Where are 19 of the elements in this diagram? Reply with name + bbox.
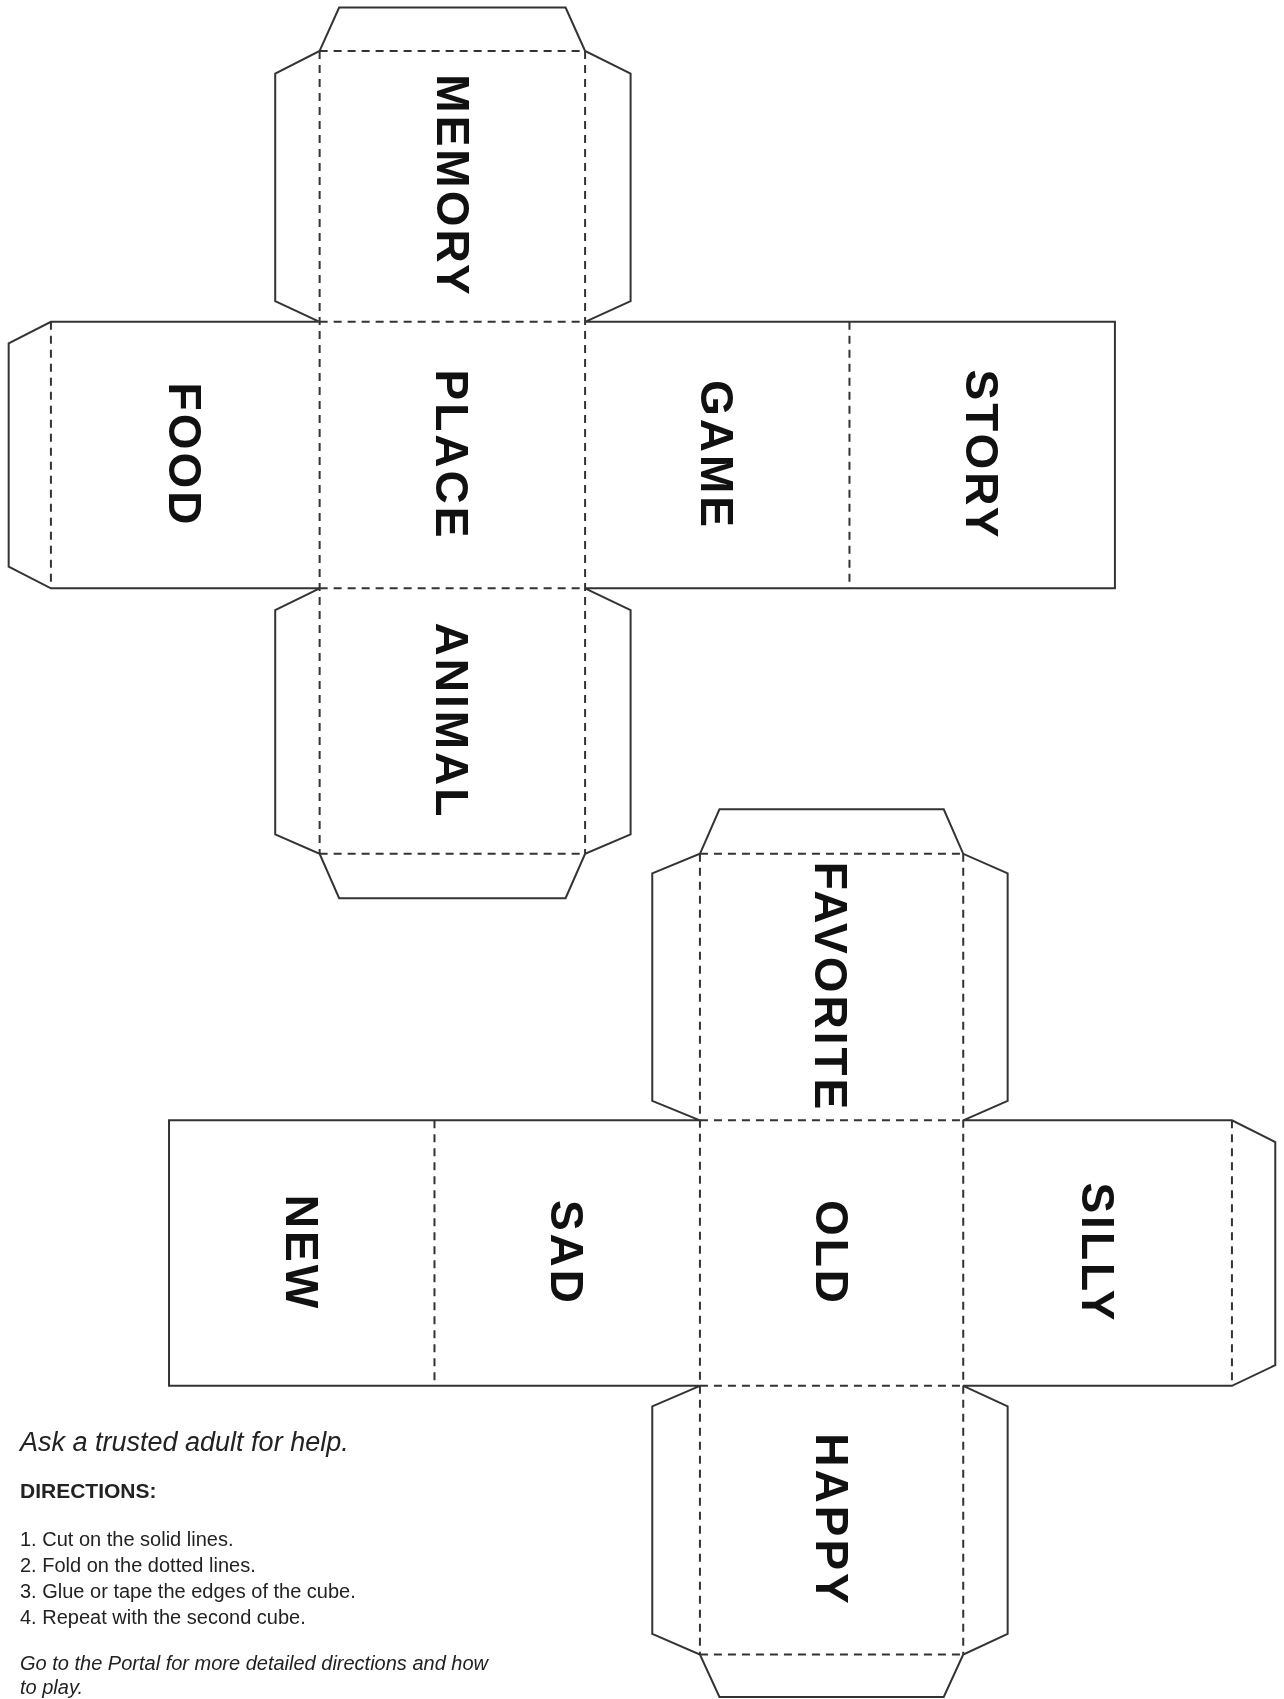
- face-word: SAD: [544, 1200, 591, 1307]
- instruction-step: 3. Glue or tape the edges of the cube.: [20, 1579, 356, 1603]
- face-word: HAPPY: [808, 1433, 855, 1607]
- note: Ask a trusted adult for help.: [20, 1426, 349, 1459]
- heading: DIRECTIONS:: [20, 1478, 157, 1504]
- face-word: OLD: [808, 1200, 855, 1307]
- face-word: SILLY: [1074, 1182, 1121, 1324]
- face-word: STORY: [959, 369, 1006, 541]
- face-word: ANIMAL: [429, 622, 476, 820]
- instruction-step: 1. Cut on the solid lines.: [20, 1527, 234, 1551]
- note: Go to the Portal for more detailed directions and how to play.: [20, 1651, 490, 1699]
- face-word: NEW: [278, 1194, 325, 1312]
- instruction-step: 4. Repeat with the second cube.: [20, 1605, 306, 1629]
- instruction-step: 2. Fold on the dotted lines.: [20, 1553, 256, 1577]
- face-word: FOOD: [162, 382, 209, 528]
- face-word: MEMORY: [429, 74, 476, 298]
- face-word: GAME: [694, 380, 741, 531]
- face-word: PLACE: [429, 369, 476, 541]
- face-word: FAVORITE: [808, 861, 855, 1113]
